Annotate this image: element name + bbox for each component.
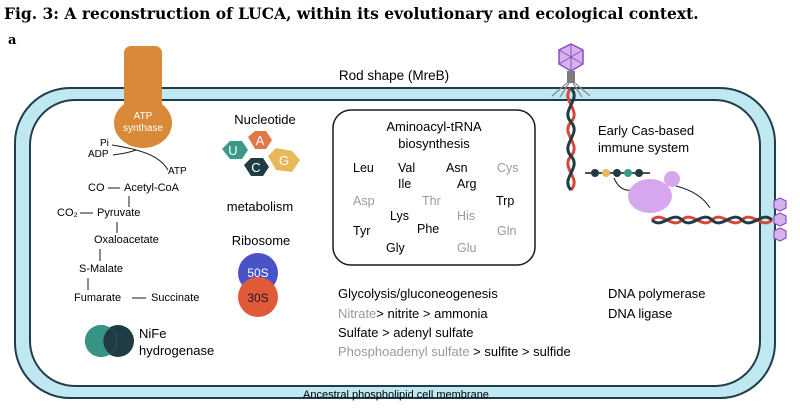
dna-polymerase-text: DNA polymerase	[608, 286, 706, 301]
atp-synthase	[114, 46, 172, 148]
acetyl-coa-label: Acetyl-CoA	[124, 182, 180, 194]
nucleotide-title: Nucleotide	[234, 112, 295, 127]
nitrite-text: > nitrite > ammonia	[376, 306, 488, 321]
aa-thr: Thr	[422, 194, 441, 208]
oxaloacetate-label: Oxaloacetate	[94, 234, 159, 246]
base-a: A	[256, 133, 265, 148]
aa-gln: Gln	[497, 224, 517, 238]
aa-cys: Cys	[497, 161, 519, 175]
fumarate-label: Fumarate	[74, 292, 121, 304]
amino-acid-grid: Leu Val Asn Cys Ile Arg Asp Thr Trp Lys …	[353, 161, 519, 255]
ribosome-50s: 50S	[247, 266, 268, 280]
aa-gly: Gly	[386, 241, 406, 255]
aa-arg: Arg	[457, 177, 477, 191]
sulfite-text: > sulfite > sulfide	[470, 344, 571, 359]
nitrate-text: Nitrate	[338, 306, 376, 321]
side-phage-icons	[773, 197, 787, 242]
base-u: U	[228, 143, 237, 158]
atp-synthase-label-2: synthase	[123, 123, 163, 134]
hydrogenase-label-1: NiFe	[139, 326, 166, 341]
aa-lys: Lys	[390, 209, 409, 223]
phospho-text: Phosphoadenyl sulfate	[338, 344, 470, 359]
hydrogenase-icon	[85, 325, 134, 357]
trna-title-2: biosynthesis	[398, 136, 470, 151]
pyruvate-label: Pyruvate	[97, 207, 140, 219]
base-g: G	[279, 153, 289, 168]
base-c: C	[251, 160, 260, 175]
aa-trp: Trp	[496, 194, 514, 208]
cas-label-2: immune system	[598, 140, 689, 155]
aa-ile: Ile	[398, 177, 411, 191]
target-dna	[650, 215, 774, 225]
rod-shape-label: Rod shape (MreB)	[339, 68, 449, 83]
ribosome-icon	[238, 253, 278, 317]
panel-label: a	[8, 33, 17, 48]
crispr-array	[585, 169, 650, 177]
membrane-label: Ancestral phospholipid cell membrane	[303, 389, 489, 401]
succinate-label: Succinate	[151, 292, 199, 304]
nucleotide-bases	[222, 131, 300, 176]
aa-phe: Phe	[417, 222, 439, 236]
ribosome-30s: 30S	[247, 291, 268, 305]
ribosome-title: Ribosome	[232, 233, 291, 248]
aa-asp: Asp	[353, 194, 375, 208]
aa-glu: Glu	[457, 241, 477, 255]
atp-synthase-label-1: ATP	[134, 111, 153, 122]
hydrogenase-label-2: hydrogenase	[139, 343, 214, 358]
nucleotide-subtitle: metabolism	[227, 199, 293, 214]
trna-box	[332, 109, 536, 266]
aa-val: Val	[398, 161, 415, 175]
adp-label: ADP	[88, 149, 109, 160]
aa-leu: Leu	[353, 161, 374, 175]
phage-icon	[551, 43, 591, 98]
atp-label: ATP	[168, 166, 187, 177]
sulfate-text: Sulfate > adenyl sulfate	[338, 325, 474, 340]
glycolysis-text: Glycolysis/gluconeogenesis	[338, 286, 498, 301]
cas-protein-icon	[628, 171, 680, 213]
atp-arrows	[111, 144, 169, 171]
s-malate-label: S-Malate	[79, 263, 123, 275]
aa-tyr: Tyr	[353, 224, 370, 238]
cas-label-1: Early Cas-based	[598, 123, 694, 138]
cas-target-line	[675, 185, 711, 209]
aa-his: His	[457, 209, 475, 223]
figure-title: Fig. 3: A reconstruction of LUCA, within…	[4, 4, 699, 23]
injected-dna	[566, 86, 576, 192]
dna-ligase-text: DNA ligase	[608, 306, 672, 321]
aa-asn: Asn	[446, 161, 468, 175]
pi-label: Pi	[100, 138, 109, 149]
co-label: CO	[88, 182, 105, 194]
co2-label: CO₂	[57, 207, 78, 219]
trna-title-1: Aminoacyl-tRNA	[386, 119, 482, 134]
phospho-line: Phosphoadenyl sulfate > sulfite > sulfid…	[338, 344, 571, 359]
nitrate-line: Nitrate> nitrite > ammonia	[338, 306, 488, 321]
